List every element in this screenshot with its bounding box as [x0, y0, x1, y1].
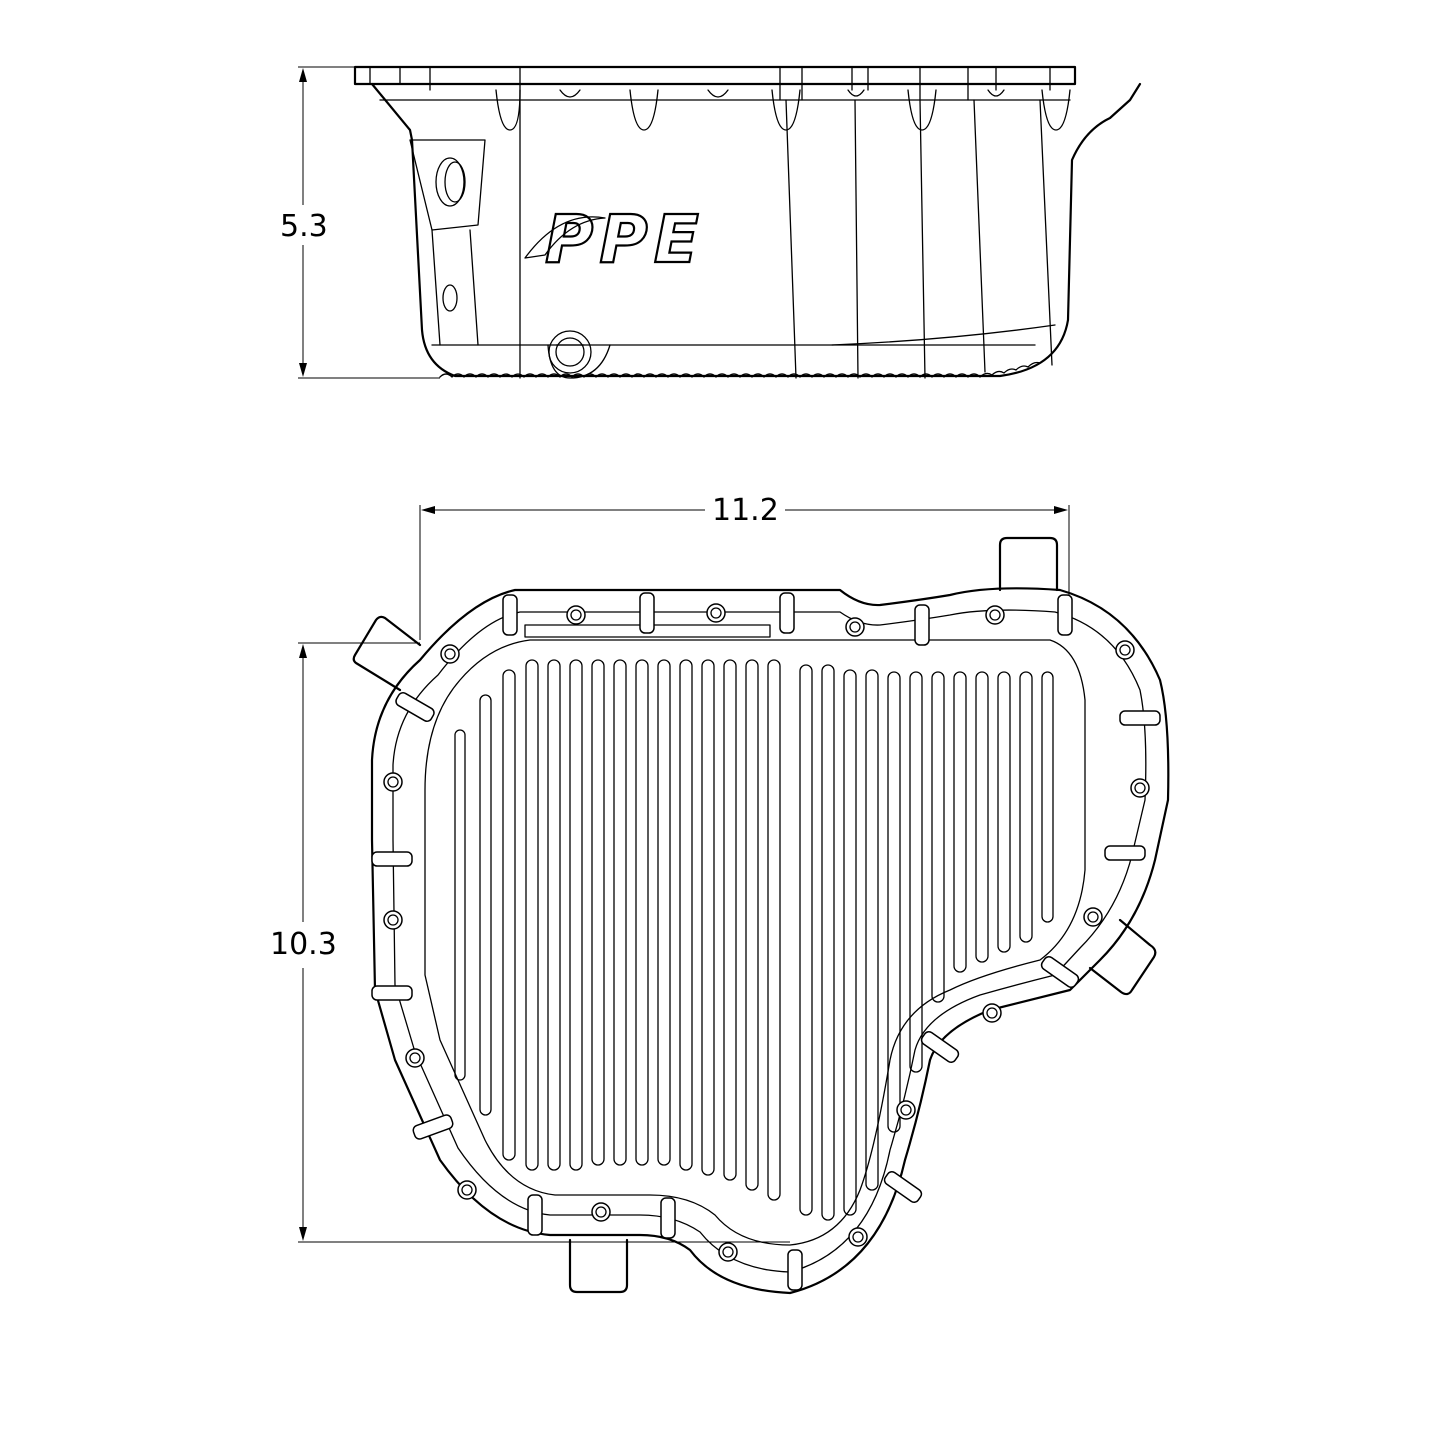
side-bottom-ridges	[439, 361, 1041, 378]
bolt-holes	[383, 603, 1150, 1262]
tab-right	[1088, 918, 1157, 996]
pan-outer-outline	[370, 587, 1170, 1295]
side-height-dimension-line	[298, 66, 440, 379]
drain-plug	[547, 330, 611, 379]
tab-top-right	[998, 536, 1059, 592]
bottom-view	[298, 505, 1170, 1295]
tab-bottom	[568, 1238, 629, 1294]
pan-floor-outline	[424, 639, 1086, 1246]
gusset-ribs	[371, 592, 1161, 1291]
bottom-width-dimension-line	[419, 505, 1070, 640]
svg-text:PPE: PPE	[545, 201, 705, 278]
side-left-bracket	[409, 139, 486, 231]
side-bracket-hole	[435, 157, 465, 207]
side-body-outline	[370, 82, 1142, 378]
side-top-ribs	[495, 89, 1071, 131]
pan-fins	[454, 659, 1054, 1221]
bottom-height-dimension-line	[298, 642, 790, 1243]
ppe-logo: PPE	[524, 200, 705, 279]
side-view: PPE	[298, 65, 1142, 379]
side-small-hole	[442, 284, 458, 312]
pan-inner-outline	[392, 609, 1147, 1273]
tab-left	[352, 615, 422, 692]
side-flange	[353, 65, 1077, 86]
bottom-width-dimension: 11.2	[710, 493, 781, 528]
side-height-dimension: 5.3	[278, 209, 330, 244]
bottom-height-dimension: 10.3	[268, 927, 339, 962]
